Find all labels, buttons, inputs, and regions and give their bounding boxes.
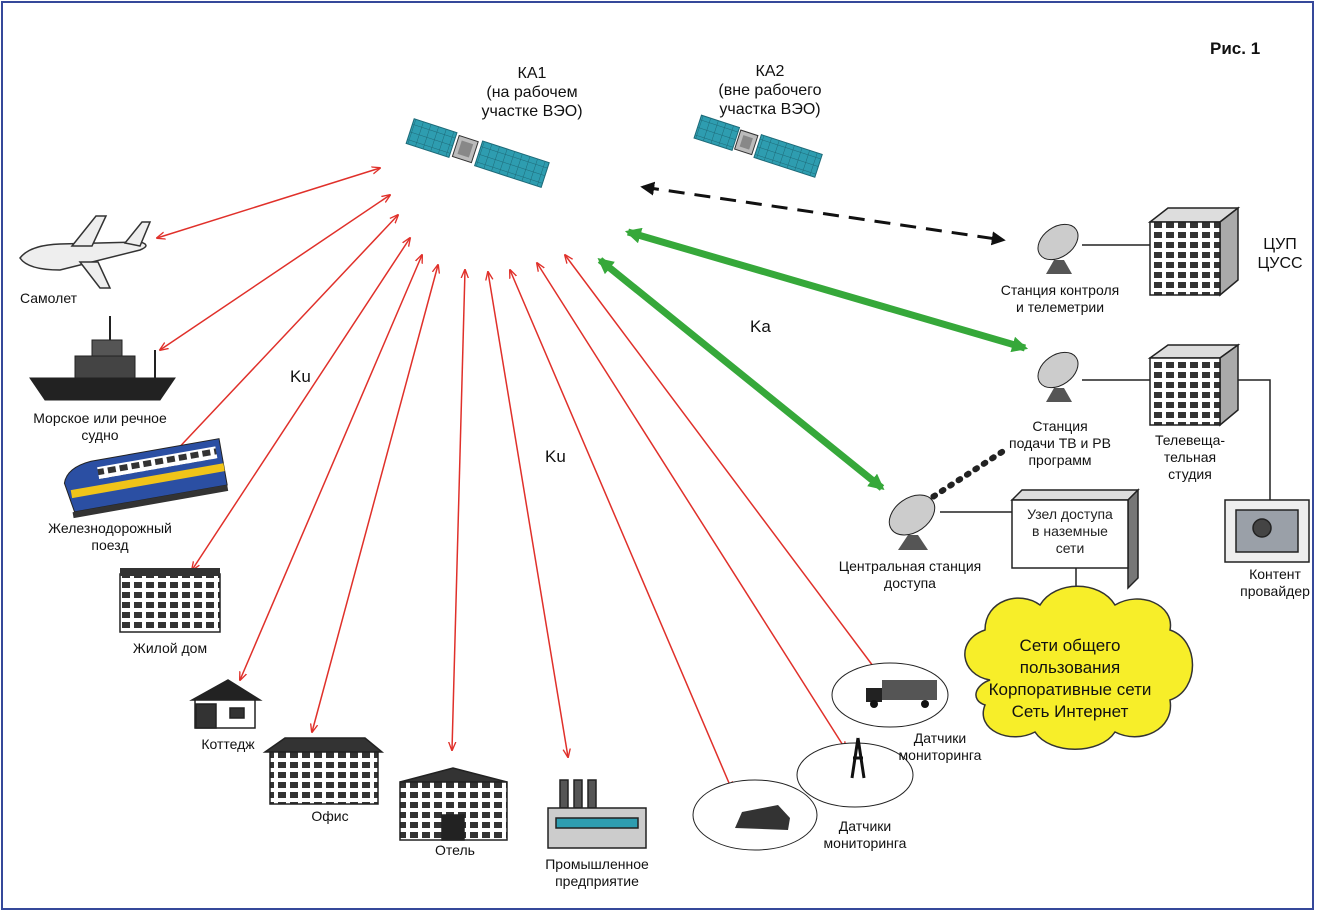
cottage-label: Коттедж	[201, 736, 255, 752]
hotel-icon	[399, 767, 508, 841]
ka-link-central-station	[597, 257, 885, 491]
train-label: Железнодорожный поезд	[48, 520, 172, 553]
band-ku-center: Ku	[545, 447, 566, 466]
satellite-ka1-icon	[405, 118, 550, 189]
central-station-label: Центральная станция доступа	[838, 558, 982, 591]
ku-link-car	[510, 270, 732, 790]
ka-links	[597, 227, 1029, 491]
control-center-label: ЦУП ЦУСС	[1257, 236, 1303, 272]
apartment-label: Жилой дом	[132, 640, 208, 656]
ku-link-ship	[160, 195, 390, 350]
sensors-2-label: Датчики мониторинга	[823, 818, 907, 851]
dish-telemetry-icon	[1037, 223, 1079, 274]
access-node-box	[1010, 488, 1140, 590]
car-sensor-zone	[692, 779, 818, 851]
ground-wiring	[922, 244, 1271, 615]
ku-link-hotel	[452, 270, 465, 750]
networks-cloud	[964, 585, 1194, 750]
ship-label: Морское или речное судно	[33, 410, 167, 443]
tower-sensor-zone	[796, 737, 914, 808]
truck-sensor-zone	[831, 662, 949, 728]
train-icon	[63, 438, 229, 519]
ku-link-office	[312, 265, 438, 732]
cottage-icon	[189, 679, 263, 729]
networks-label: Сети общего пользования Корпоративные се…	[988, 636, 1152, 721]
office-label: Офис	[311, 808, 349, 824]
ku-link-sensors-1	[565, 255, 882, 678]
ku-link-cottage	[240, 255, 422, 680]
ku-link-plane	[157, 168, 380, 238]
figure-label: Рис. 1	[1210, 39, 1261, 58]
access-node-label: Узел доступа в наземные сети	[1027, 506, 1113, 556]
sensors-1-label: Датчики мониторинга	[898, 730, 982, 763]
band-ka: Ka	[750, 317, 771, 336]
factory-icon	[547, 779, 647, 849]
plane-icon	[19, 215, 152, 289]
tower-icon	[850, 737, 866, 779]
office-icon	[262, 737, 385, 805]
hotel-label: Отель	[435, 842, 475, 858]
content-provider-label: Контент провайдер	[1240, 566, 1310, 599]
ku-link-factory	[488, 272, 568, 757]
tv-studio-building-icon	[1147, 343, 1241, 427]
uplink-station-label: Станция подачи ТВ и РВ программ	[1009, 418, 1111, 468]
truck-icon	[866, 680, 937, 708]
tv-studio-label: Телевеща- тельная студия	[1154, 432, 1226, 482]
dish-uplink-icon	[1037, 351, 1079, 402]
band-ku-left: Ku	[290, 367, 311, 386]
telemetry-station-label: Станция контроля и телеметрии	[1000, 282, 1120, 315]
plane-label: Самолет	[20, 290, 78, 306]
content-provider-icon	[1224, 499, 1310, 563]
ku-link-apartment	[192, 238, 410, 570]
satellite-ka2-icon	[693, 114, 823, 178]
ship-icon	[29, 316, 176, 401]
control-center-building-icon	[1147, 206, 1241, 297]
ku-link-train	[172, 215, 398, 455]
dish-central-icon	[888, 494, 936, 550]
satellite-ka1-label: КА1 (на рабочем участке ВЭО)	[481, 65, 583, 120]
ttc-link	[640, 181, 1006, 246]
car-icon	[735, 805, 790, 830]
apartment-icon	[119, 568, 221, 633]
factory-label: Промышленное предприятие	[545, 856, 649, 889]
satellite-ka2-label: КА2 (вне рабочего участка ВЭО)	[718, 63, 822, 118]
ku-links	[157, 168, 882, 790]
